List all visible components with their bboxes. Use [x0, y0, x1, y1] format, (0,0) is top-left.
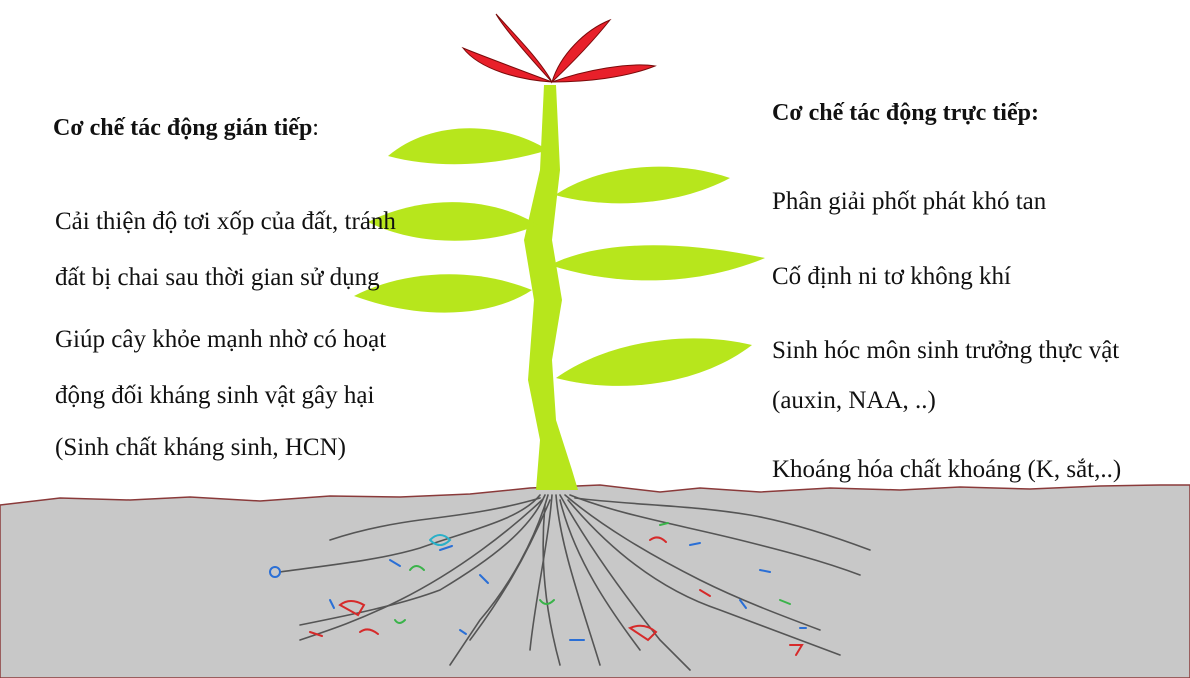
indirect-item-1-line-1: Cải thiện độ tơi xốp của đất, tránh — [55, 207, 396, 237]
indirect-item-2-line-3: (Sinh chất kháng sinh, HCN) — [55, 433, 346, 463]
direct-item-3-line-1: Sinh hóc môn sinh trưởng thực vật — [772, 336, 1119, 366]
direct-item-2: Cố định ni tơ không khí — [772, 262, 1011, 292]
indirect-item-2-line-1: Giúp cây khỏe mạnh nhờ có hoạt — [55, 325, 386, 355]
indirect-item-1-line-2: đất bị chai sau thời gian sử dụng — [55, 263, 380, 293]
indirect-heading-text: Cơ chế tác động gián tiếp — [53, 115, 312, 141]
direct-mechanism-heading: Cơ chế tác động trực tiếp: — [772, 98, 1039, 128]
indirect-item-2-line-2: động đối kháng sinh vật gây hại — [55, 381, 374, 411]
direct-item-3-line-2: (auxin, NAA, ..) — [772, 386, 936, 416]
indirect-mechanism-heading: Cơ chế tác động gián tiếp: — [53, 113, 319, 143]
indirect-heading-colon: : — [312, 115, 319, 141]
direct-item-4: Khoáng hóa chất khoáng (K, sắt,..) — [772, 455, 1121, 485]
flower — [463, 14, 655, 82]
direct-item-1: Phân giải phốt phát khó tan — [772, 187, 1046, 217]
